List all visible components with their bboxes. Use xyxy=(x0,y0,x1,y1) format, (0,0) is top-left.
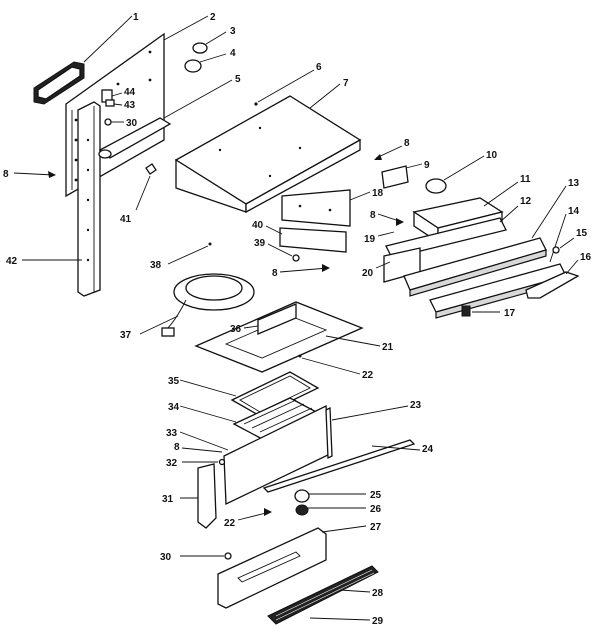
label-37: 37 xyxy=(120,330,132,341)
label-8-housing: 8 xyxy=(370,210,376,221)
part-17-block xyxy=(461,305,500,317)
label-32: 32 xyxy=(166,458,178,469)
label-10: 10 xyxy=(486,150,498,161)
label-3: 3 xyxy=(230,26,236,37)
label-22-lower: 22 xyxy=(224,518,236,529)
label-27: 27 xyxy=(370,522,382,533)
part-25-bulb xyxy=(294,489,366,503)
label-12: 12 xyxy=(520,196,532,207)
part-38-clip xyxy=(167,242,212,265)
label-5: 5 xyxy=(235,74,241,85)
label-11: 11 xyxy=(520,174,531,185)
label-31: 31 xyxy=(162,494,174,505)
part-30-screw-top xyxy=(104,118,124,126)
label-6: 6 xyxy=(316,62,322,73)
part-3-knob xyxy=(192,31,227,54)
label-38: 38 xyxy=(150,260,162,271)
part-5-burner xyxy=(98,79,233,159)
part-30-screw-lower xyxy=(180,552,232,560)
part-26-socket xyxy=(295,504,366,516)
label-19: 19 xyxy=(364,234,376,245)
part-42-side-rail xyxy=(22,101,101,297)
part-8-screw-mid xyxy=(279,264,330,273)
label-9: 9 xyxy=(424,160,430,171)
part-8-screw-housing xyxy=(377,213,404,226)
part-8-screw-right xyxy=(374,145,403,160)
part-13-front-trim xyxy=(403,185,567,297)
part-15-clip xyxy=(552,237,575,254)
part-39-screw xyxy=(267,243,300,262)
label-34: 34 xyxy=(168,402,180,413)
label-28: 28 xyxy=(372,588,384,599)
part-1-handle xyxy=(33,15,133,105)
label-8-left: 8 xyxy=(3,169,9,180)
part-12-bracket xyxy=(385,205,519,259)
part-27-light-panel xyxy=(217,525,367,609)
label-22-top: 22 xyxy=(362,370,374,381)
label-39: 39 xyxy=(254,238,266,249)
part-28-grille xyxy=(267,565,379,625)
part-37-gas-valve xyxy=(139,273,255,337)
label-43: 43 xyxy=(124,100,136,111)
label-16: 16 xyxy=(580,252,592,263)
label-18: 18 xyxy=(372,188,384,199)
label-21: 21 xyxy=(382,342,394,353)
part-40-bracket xyxy=(265,225,347,253)
label-35: 35 xyxy=(168,376,180,387)
label-42: 42 xyxy=(6,256,18,267)
part-34-mesh xyxy=(179,397,322,441)
label-17: 17 xyxy=(504,308,516,319)
label-40: 40 xyxy=(252,220,264,231)
part-36-bracket xyxy=(243,303,297,335)
label-25: 25 xyxy=(370,490,382,501)
label-8-right: 8 xyxy=(404,138,410,149)
label-4: 4 xyxy=(230,48,236,59)
part-8-screw-left xyxy=(13,171,56,178)
label-8-mid: 8 xyxy=(272,268,278,279)
part-18-bracket xyxy=(281,189,371,227)
label-20: 20 xyxy=(362,268,374,279)
part-32-screw xyxy=(182,458,226,466)
callout-labels: 1 2 3 4 5 6 7 8 8 8 8 8 9 10 11 12 13 14… xyxy=(3,12,592,627)
part-24-rod xyxy=(262,439,421,493)
part-43-clip xyxy=(105,99,123,107)
label-26: 26 xyxy=(370,504,382,515)
label-24: 24 xyxy=(422,444,434,455)
part-31-post xyxy=(180,463,217,529)
part-8-screw-front xyxy=(181,447,223,453)
label-1: 1 xyxy=(133,12,139,23)
label-15: 15 xyxy=(576,228,588,239)
part-35-filter xyxy=(179,371,320,417)
part-4-igniter xyxy=(184,53,227,73)
label-2: 2 xyxy=(210,12,216,23)
label-29: 29 xyxy=(372,616,384,627)
label-30-top: 30 xyxy=(126,118,138,129)
label-13: 13 xyxy=(568,178,580,189)
part-23-strip xyxy=(325,405,409,460)
label-33: 33 xyxy=(166,428,178,439)
part-6-screw xyxy=(254,69,315,106)
part-19-screw xyxy=(377,231,395,237)
label-8-front: 8 xyxy=(174,442,180,453)
part-10-switch xyxy=(425,155,485,194)
label-30-lower: 30 xyxy=(160,552,172,563)
part-9-plate xyxy=(381,163,423,189)
part-16-handle xyxy=(525,259,580,299)
label-7: 7 xyxy=(343,78,349,89)
label-36: 36 xyxy=(230,324,242,335)
label-14: 14 xyxy=(568,206,580,217)
part-29-clip xyxy=(309,617,371,621)
part-22-screw-lower xyxy=(237,508,272,521)
part-41-fitting xyxy=(135,163,157,211)
part-7-top-cover xyxy=(174,83,362,214)
label-44: 44 xyxy=(124,87,136,98)
label-41: 41 xyxy=(120,214,132,225)
part-22-screw-top xyxy=(298,354,361,375)
label-23: 23 xyxy=(410,400,422,411)
